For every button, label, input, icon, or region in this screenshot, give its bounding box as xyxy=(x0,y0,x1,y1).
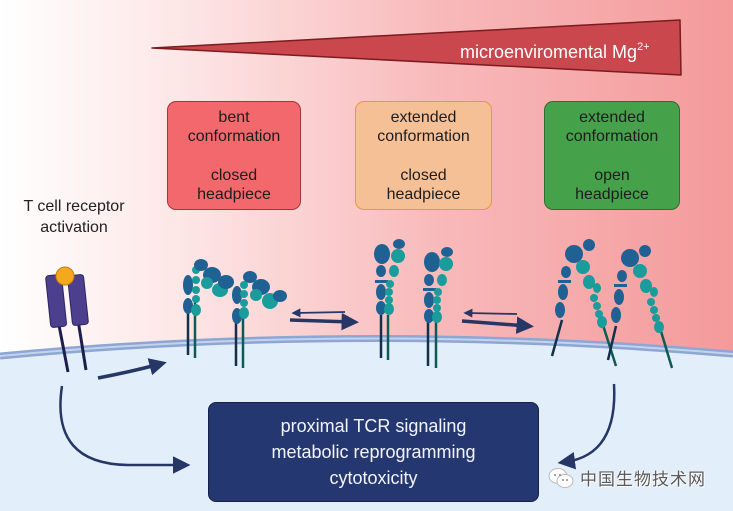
outcome-item: metabolic reprogramming xyxy=(271,442,476,462)
state-conformation-label: bent xyxy=(218,108,250,126)
tcr-to-integrin-arrow xyxy=(97,358,167,380)
state-headpiece-label: closed xyxy=(210,166,258,184)
equilibrium-arrow-forward xyxy=(289,312,359,331)
state-conformation-label: conformation xyxy=(565,127,659,145)
state-conformation-label: conformation xyxy=(377,127,470,145)
equilibrium-arrow-reverse xyxy=(291,308,346,318)
state-headpiece-label: headpiece xyxy=(386,185,461,203)
integrin-extended-open-icon xyxy=(606,245,674,369)
watermark: 中国生物技术网 xyxy=(548,465,706,490)
tcr-label-line: T cell receptor xyxy=(23,198,125,215)
mg-gradient-label-text: microenviromental Mg xyxy=(460,42,638,62)
state-headpiece-label: headpiece xyxy=(575,185,649,203)
integrin-bent-icon xyxy=(183,259,234,358)
tcr-to-outcome-arrow xyxy=(59,385,191,474)
outcome-item: proximal TCR signaling xyxy=(280,416,467,436)
integrin-extended-closed-icon xyxy=(423,247,453,368)
integrin-to-outcome-arrow xyxy=(557,383,616,470)
state-box-bent-closed: bent conformation closed headpiece xyxy=(167,101,301,210)
tcr-activation-label: T cell receptor activation xyxy=(8,196,140,238)
outcome-item: cytotoxicity xyxy=(329,468,418,488)
equilibrium-arrow-forward xyxy=(461,316,534,334)
outcomes-box: proximal TCR signaling metabolic reprogr… xyxy=(208,402,539,502)
state-conformation-label: conformation xyxy=(187,127,281,145)
mg-gradient-label: microenviromental Mg2+ xyxy=(460,36,650,63)
state-conformation-label: extended xyxy=(579,108,645,126)
tcr-icon xyxy=(45,266,89,373)
state-box-extended-open: extended conformation open headpiece xyxy=(544,101,680,210)
integrin-bent-icon xyxy=(232,271,287,368)
wechat-icon xyxy=(548,467,574,488)
antigen-icon xyxy=(55,266,75,286)
mg-gradient-wedge xyxy=(151,19,682,76)
cell-membrane-highlight xyxy=(0,337,733,357)
tcr-label-line: activation xyxy=(40,219,108,236)
state-box-extended-closed: extended conformation closed headpiece xyxy=(355,101,492,210)
state-headpiece-label: headpiece xyxy=(197,185,271,203)
watermark-text: 中国生物技术网 xyxy=(580,470,706,489)
equilibrium-arrow-reverse xyxy=(463,308,518,318)
state-headpiece-label: open xyxy=(594,166,630,184)
state-headpiece-label: closed xyxy=(400,166,447,184)
integrin-extended-open-icon xyxy=(550,239,618,367)
state-conformation-label: extended xyxy=(390,108,457,126)
mg-gradient-superscript: 2+ xyxy=(637,41,650,53)
integrin-extended-closed-icon xyxy=(374,239,405,360)
